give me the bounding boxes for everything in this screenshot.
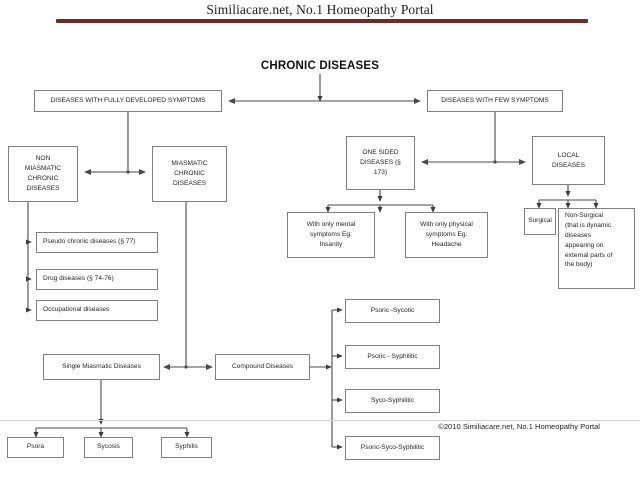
node-label: Psoric-Syco-Syphilitic	[360, 443, 425, 451]
node-label: Compound Diseases	[231, 362, 294, 370]
node-label-line-2: MIASMATIC	[24, 165, 62, 173]
node-miasmatic[interactable]: MIASMATIC CHRONIC DISEASES	[152, 146, 227, 202]
node-label-line-3: diseases	[565, 231, 592, 239]
node-non-miasmatic[interactable]: NON MIASMATIC CHRONIC DISEASES	[8, 146, 78, 202]
node-label-line-2: CHRONIC	[174, 170, 205, 178]
node-label-line-1: With only mental	[306, 221, 356, 229]
node-label: Occupational diseases	[43, 306, 110, 314]
node-fully-developed[interactable]: DISEASES WITH FULLY DEVELOPED SYMPTOMS	[34, 90, 222, 112]
node-surgical[interactable]: Surgical	[524, 208, 556, 235]
node-label-line-2: DISEASES	[552, 161, 585, 169]
node-label-line-4: appearing on	[565, 241, 604, 249]
node-psoric-syphilitic[interactable]: Psoric - Syphilitic	[345, 345, 440, 369]
node-label-line-3: 173)	[373, 168, 388, 176]
node-label: Surgical	[528, 217, 552, 225]
node-psora[interactable]: Psora	[7, 437, 64, 458]
node-label-line-3: CHRONIC	[27, 175, 59, 182]
footer-divider	[0, 420, 640, 421]
node-label-line-3: Headache	[431, 240, 462, 248]
node-label: Psora	[26, 443, 45, 451]
node-local-diseases[interactable]: LOCAL DISEASES	[532, 136, 605, 185]
node-label-line-5: external parts of	[565, 251, 613, 259]
node-label: Drug diseases (§ 74-76)	[43, 275, 114, 283]
node-label: Pseudo chronic diseases (§ 77)	[43, 238, 136, 246]
footer-copyright: ©2010 Similiacare.net, No.1 Homeopathy P…	[438, 422, 600, 431]
node-label-line-2: DISEASES (§	[360, 159, 401, 167]
node-label-line-1: With only physical	[420, 221, 473, 229]
node-label-line-1: ONE SIDED	[362, 149, 399, 157]
node-sycosis[interactable]: Sycosis	[84, 437, 133, 458]
node-label-line-1: LOCAL	[557, 151, 580, 159]
header-title: Similiacare.net, No.1 Homeopathy Portal	[206, 2, 434, 17]
node-label: DISEASES WITH FEW SYMPTOMS	[441, 96, 549, 104]
node-label: Psoric - Syphilitic	[367, 352, 418, 360]
node-pseudo-chronic-diseases[interactable]: Pseudo chronic diseases (§ 77)	[36, 232, 158, 253]
node-psoric-syco-syphilitic[interactable]: Psoric-Syco-Syphilitic	[345, 436, 440, 460]
node-label-line-2: symptoms Eg:	[310, 231, 352, 239]
node-single-miasmatic-diseases[interactable]: Single Miasmatic Diseases	[43, 354, 160, 380]
node-label: Psoric -Sycotic	[370, 306, 415, 314]
node-label: Single Miasmatic Diseases	[62, 362, 141, 370]
node-few-symptoms[interactable]: DISEASES WITH FEW SYMPTOMS	[427, 90, 563, 112]
flowchart-root-title: CHRONIC DISEASES	[260, 60, 380, 72]
node-syco-syphilitic[interactable]: Syco-Syphilitic	[345, 389, 440, 413]
node-label: Syphilis	[175, 443, 198, 451]
node-occupational-diseases[interactable]: Occupational diseases	[36, 300, 158, 321]
node-label-line-1: NON	[35, 155, 51, 163]
node-one-sided-diseases[interactable]: ONE SIDED DISEASES (§ 173)	[346, 136, 415, 190]
node-label-line-1: MIASMATIC	[171, 160, 208, 168]
node-label: Sycosis	[97, 443, 120, 451]
node-label-line-2: (that is dynamic	[565, 221, 612, 229]
node-label-line-1: Non-Surgical	[565, 212, 604, 219]
node-compound-diseases[interactable]: Compound Diseases	[215, 354, 310, 380]
node-physical-symptoms[interactable]: With only physical symptoms Eg: Headache	[405, 212, 488, 258]
node-label-line-2: symptoms Eg:	[425, 231, 468, 239]
node-mental-symptoms[interactable]: With only mental symptoms Eg: Insanity	[287, 212, 375, 258]
node-psoric-sycotic[interactable]: Psoric -Sycotic	[345, 299, 440, 323]
node-drug-diseases[interactable]: Drug diseases (§ 74-76)	[36, 269, 158, 290]
header-divider	[56, 19, 588, 23]
node-label-line-4: DISEASES	[26, 184, 60, 192]
node-non-surgical[interactable]: Non-Surgical (that is dynamic diseases a…	[558, 208, 635, 289]
node-label: Syco-Syphilitic	[371, 396, 414, 404]
node-label: DISEASES WITH FULLY DEVELOPED SYMPTOMS	[50, 96, 206, 104]
node-syphilis[interactable]: Syphilis	[161, 437, 212, 458]
node-label-line-3: Insanity	[319, 240, 343, 248]
node-label-line-6: the body)	[565, 261, 593, 269]
node-label-line-3: DISEASES	[173, 179, 206, 187]
